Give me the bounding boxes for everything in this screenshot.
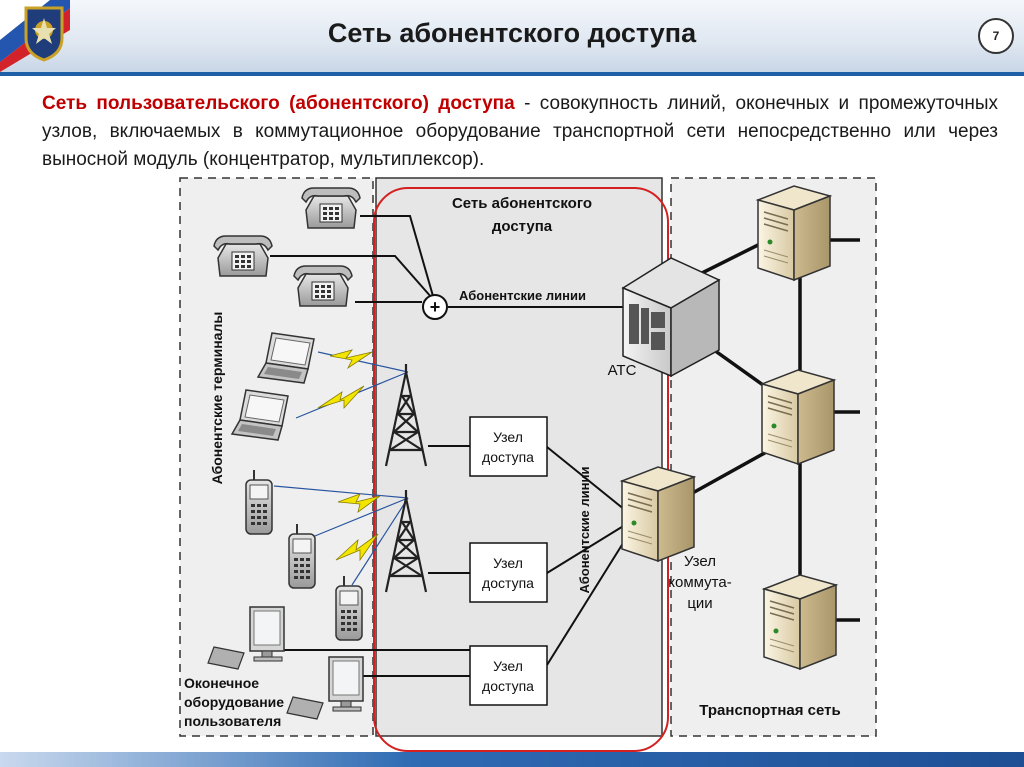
user-equipment-label-2: оборудование xyxy=(184,694,284,710)
crest-emblem-icon xyxy=(24,6,64,62)
transport-server-icon xyxy=(757,185,831,281)
transport-network-label: Транспортная сеть xyxy=(699,702,840,719)
desk-phone-icon xyxy=(301,187,361,229)
definition-term: Сеть пользовательского (абонентского) до… xyxy=(42,93,515,114)
subscriber-lines-vertical-label: Абонентские линии xyxy=(577,467,592,594)
footer-band xyxy=(0,752,1024,767)
access-links xyxy=(284,445,626,677)
access-node-3: Узел доступа xyxy=(469,645,548,706)
desk-phone-icon xyxy=(213,235,273,277)
switching-node-server-icon xyxy=(621,466,695,562)
svg-text:Узел: Узел xyxy=(493,658,523,674)
subscriber-lines-label: Абонентские линии xyxy=(459,288,586,303)
svg-text:доступа: доступа xyxy=(482,678,534,694)
svg-text:+: + xyxy=(430,297,441,317)
access-node-1: Узел доступа xyxy=(469,416,548,477)
desk-phone-icon xyxy=(293,265,353,307)
cell-phone-icon xyxy=(335,575,363,641)
page-title: Сеть абонентского доступа xyxy=(327,18,697,48)
access-node-2: Узел доступа xyxy=(469,542,548,603)
atc-exchange-icon xyxy=(621,257,721,378)
switch-node-label-1: Узел xyxy=(684,553,716,570)
definition-paragraph: Сеть пользовательского (абонентского) до… xyxy=(42,90,998,174)
transport-server-icon xyxy=(761,369,835,465)
subscriber-terminals-label: Абонентские терминалы xyxy=(209,312,225,485)
svg-text:доступа: доступа xyxy=(482,575,534,591)
page-number-badge: 7 xyxy=(978,18,1014,54)
user-equipment-label-1: Оконечное xyxy=(184,675,259,691)
cell-phone-icon xyxy=(245,469,273,535)
switch-node-label-3: ции xyxy=(687,595,712,612)
header-bar: Сеть абонентского доступа 7 xyxy=(0,0,1024,76)
lightning-icon xyxy=(317,349,381,562)
svg-text:Узел: Узел xyxy=(493,555,523,571)
switch-node-label-2: коммута- xyxy=(668,574,731,591)
multiplexer-node: + xyxy=(422,294,448,320)
definition-text: - совокупность линий, оконечных и промеж… xyxy=(42,93,998,170)
user-equipment-label-3: пользователя xyxy=(184,713,281,729)
access-network-label-line2: доступа xyxy=(492,218,553,235)
access-network-label: Сеть абонентского xyxy=(452,195,592,212)
svg-text:Узел: Узел xyxy=(493,429,523,445)
transport-server-icon xyxy=(763,574,837,670)
svg-text:доступа: доступа xyxy=(482,449,534,465)
cell-phone-icon xyxy=(288,523,316,589)
phone-lines xyxy=(270,215,623,308)
atc-label: АТС xyxy=(608,362,637,379)
